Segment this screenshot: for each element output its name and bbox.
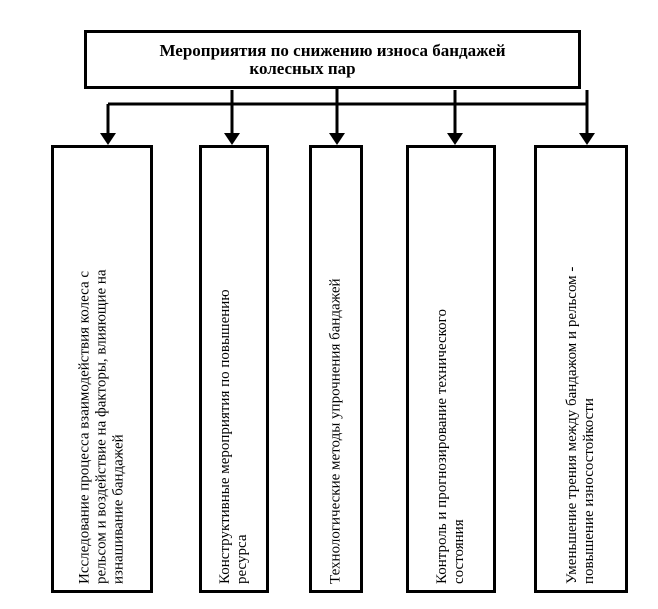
branch-label-3: Технологические методы упрочнения бандаж…: [327, 278, 344, 584]
branch-box-1: Исследование процесса взаимодействия кол…: [51, 145, 153, 593]
branch-box-4: Контроль и прогнозирование технического …: [406, 145, 496, 593]
arrow-3: [329, 104, 345, 145]
arrow-5: [579, 90, 595, 145]
branch-label-5: Уменьшение трения между бандажом и рельс…: [564, 266, 597, 584]
title-line-2: колесных пар: [249, 58, 356, 78]
branch-label-2: Конструктивные мероприятия по повышению …: [217, 289, 250, 584]
arrow-2: [224, 90, 240, 145]
arrow-1: [100, 104, 116, 145]
arrow-4: [447, 90, 463, 145]
title-line-1: Мероприятия по снижению износа бандажей: [159, 40, 506, 60]
branch-label-1: Исследование процесса взаимодействия кол…: [76, 269, 127, 584]
branch-label-4: Контроль и прогнозирование технического …: [434, 309, 467, 584]
title-box: Мероприятия по снижению износа бандажей …: [84, 30, 581, 89]
branch-box-3: Технологические методы упрочнения бандаж…: [309, 145, 363, 593]
branch-box-5: Уменьшение трения между бандажом и рельс…: [534, 145, 628, 593]
branch-box-2: Конструктивные мероприятия по повышению …: [199, 145, 269, 593]
